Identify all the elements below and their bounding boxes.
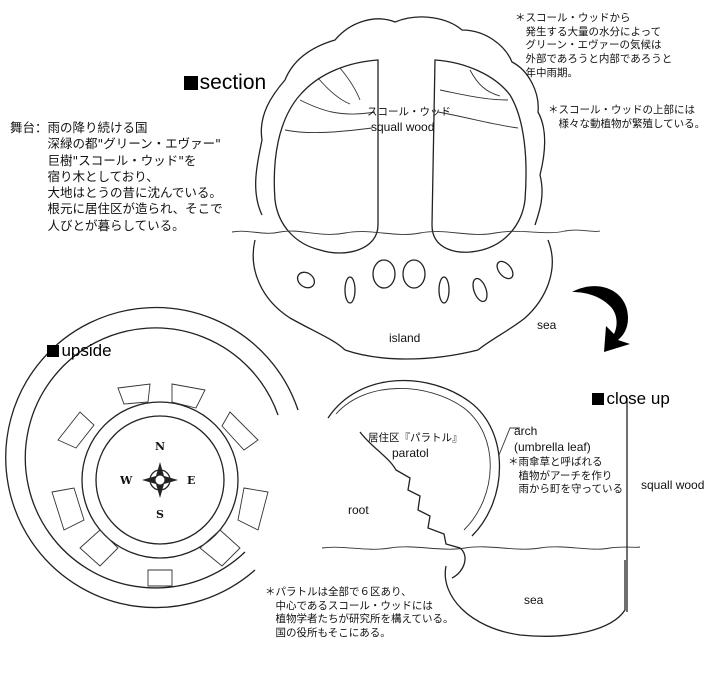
- section-sea-label: sea: [537, 318, 557, 332]
- arch-umbrella-leaf: [327, 379, 500, 537]
- district-label-jp: 居住区『パラトル』: [368, 432, 463, 444]
- center-trunk-outer: [81, 401, 239, 559]
- tree-canopy-outline: [255, 16, 546, 226]
- compass-west: W: [120, 474, 133, 487]
- section-heading-text: section: [199, 71, 267, 95]
- compass-south: S: [156, 508, 164, 521]
- compass-east: E: [187, 474, 196, 487]
- section-heading: section: [172, 42, 266, 97]
- canopy-inner-left: [273, 59, 379, 254]
- arch-note: ＊雨傘草と呼ばれる 植物がアーチを作り 雨から町を守っている: [508, 456, 623, 496]
- compass-north: N: [155, 440, 166, 453]
- upside-heading-text: upside: [61, 341, 112, 361]
- stage-description: 舞台：雨の降り続ける国 深緑の都"グリーン・エヴァー" 巨樹"スコール・ウッド"…: [10, 120, 223, 233]
- sea-basin: [444, 560, 626, 637]
- island-outline: [252, 239, 553, 351]
- district-label-en: paratol: [392, 446, 429, 460]
- arch-label: arch (umbrella leaf): [514, 424, 591, 454]
- squall-wood-label: squall wood: [641, 478, 705, 492]
- upside-diagram: [5, 306, 299, 609]
- closeup-diagram: [321, 379, 641, 637]
- closeup-sea-label: sea: [524, 593, 544, 607]
- arch-leader-line: [498, 427, 520, 456]
- root-profile: [359, 431, 466, 579]
- tree-label-en: squall wood: [371, 120, 435, 134]
- ring-inner-edge: [24, 327, 279, 589]
- fauna-note: ＊スコール・ウッドの上部には 様々な動植物が繁殖している。: [548, 104, 706, 130]
- section-water-line: [231, 229, 601, 235]
- curved-arrow: [572, 286, 630, 352]
- root-label: root: [348, 503, 369, 517]
- tree-label-jp: スコール・ウッド: [367, 106, 451, 118]
- canopy-inner-right: [431, 59, 527, 253]
- upside-heading: upside: [38, 318, 112, 362]
- outer-ring: [5, 306, 299, 609]
- paratol-note: ＊パラトルは全部で６区あり、 中心であるスコール・ウッドには 植物学者たちが研究…: [265, 586, 454, 639]
- closeup-heading: close up: [583, 366, 670, 410]
- closeup-water-line: [321, 546, 641, 550]
- closeup-heading-text: close up: [606, 389, 670, 409]
- center-trunk-inner: [95, 415, 225, 545]
- climate-note: ＊スコール・ウッドから 発生する大量の水分によって グリーン・エヴァーの気候は …: [515, 12, 673, 79]
- section-diagram: [231, 16, 630, 360]
- island-label: island: [389, 331, 421, 345]
